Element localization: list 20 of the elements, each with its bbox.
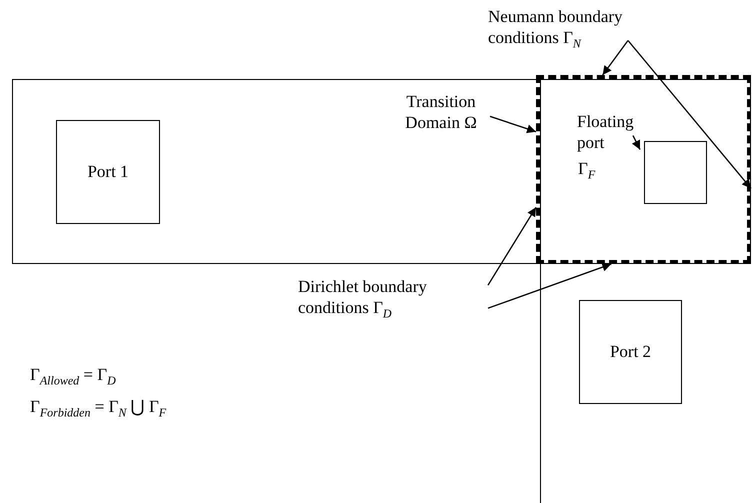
port-label: Port 1: [87, 162, 129, 182]
leader-line: [487, 206, 537, 286]
boundary-symbol: Γ$_{F}$: [578, 158, 596, 184]
leader-line: [490, 116, 536, 134]
leader-line: [632, 135, 641, 150]
equation-text: Γ$_{Allowed}$ = Γ$_{D}$: [30, 364, 116, 390]
annotation-text: Transition Domain Ω: [391, 91, 491, 157]
leader-line: [628, 40, 752, 189]
port-label: Port 2: [610, 342, 652, 362]
annotation-text: Floating port: [577, 111, 637, 155]
leader-line: [488, 262, 612, 309]
port-box: [56, 120, 160, 224]
equation-text: Γ$_{Forbidden}$ = Γ$_{N}$ ⋃ Γ$_{F}$: [30, 396, 166, 422]
waveguide-strip: [12, 79, 751, 264]
transition-domain-boundary: [536, 75, 751, 264]
floating-port-box: [644, 141, 707, 204]
annotation-text: Neumann boundary conditions Γ$_{N}$: [488, 6, 628, 52]
port-box: [579, 300, 682, 404]
annotation-text: Dirichlet boundary conditions Γ$_{D}$: [298, 276, 488, 322]
leader-line: [602, 40, 629, 76]
